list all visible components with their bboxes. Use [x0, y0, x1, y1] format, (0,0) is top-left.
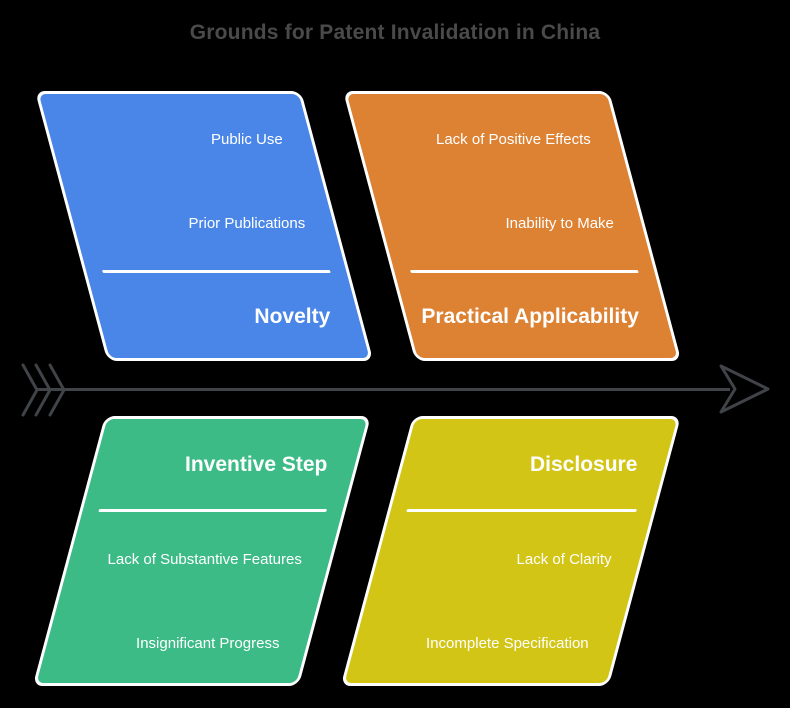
cause-item: Prior Publications [188, 215, 306, 232]
cause-item: Lack of Positive Effects [436, 131, 591, 148]
cause-item: Insignificant Progress [135, 635, 280, 652]
quadrant-title: Disclosure [529, 453, 638, 476]
divider-line [98, 509, 328, 512]
quadrant-practical-applicability: Lack of Positive Effects Inability to Ma… [343, 91, 682, 361]
cause-item: Incomplete Specification [426, 635, 590, 652]
quadrant-inventive-step: Inventive Step Lack of Substantive Featu… [32, 416, 371, 686]
quadrant-novelty: Public Use Prior Publications Novelty [35, 91, 374, 361]
diagram-title: Grounds for Patent Invalidation in China [189, 21, 601, 44]
cause-item: Inability to Make [505, 215, 614, 232]
arrow-head-icon [719, 364, 770, 414]
divider-line [406, 509, 638, 512]
quadrant-title: Inventive Step [184, 453, 328, 476]
divider-line [101, 270, 331, 273]
cause-item: Lack of Substantive Features [107, 551, 302, 568]
arrow-tail-chevrons-icon [21, 363, 66, 417]
quadrant-title: Novelty [254, 305, 331, 328]
quadrant-disclosure: Disclosure Lack of Clarity Incomplete Sp… [340, 416, 681, 686]
quadrant-title: Practical Applicability [420, 305, 639, 328]
cause-item: Lack of Clarity [516, 551, 612, 568]
cause-item: Public Use [211, 131, 283, 148]
divider-line [409, 270, 639, 273]
